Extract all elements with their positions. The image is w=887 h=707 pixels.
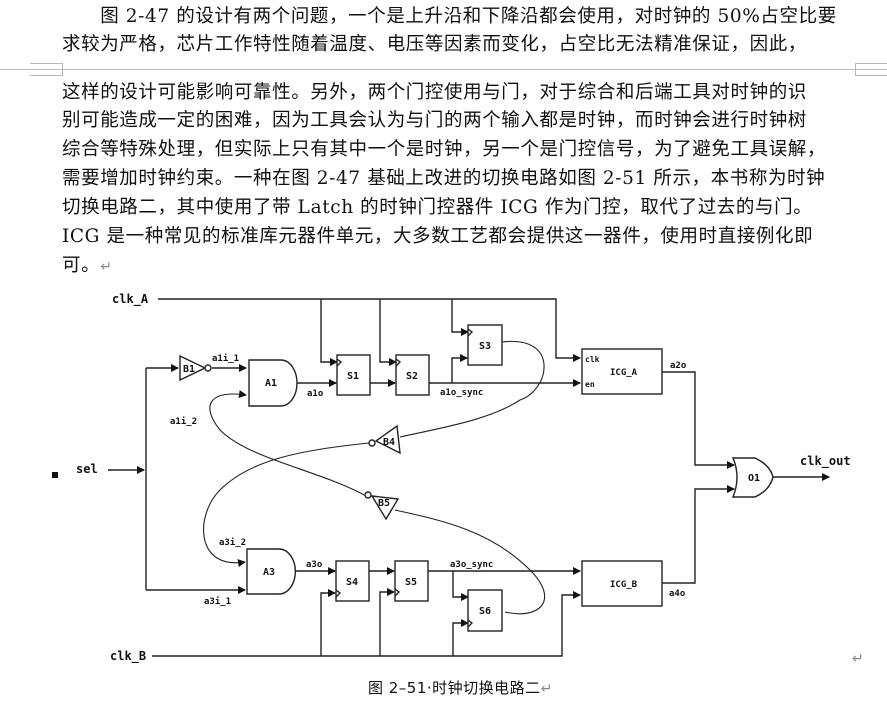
paragraph-mark-icon: ↵ xyxy=(540,681,553,697)
paragraph-line: 这样的设计可能影响可靠性。另外，两个门控使用与门，对于综合和后端工具对时钟的识 xyxy=(62,82,807,103)
label-s2: S2 xyxy=(406,371,418,382)
wire-clk-a-s3 xyxy=(451,299,469,336)
page-break-line xyxy=(0,69,887,70)
inverter-b4 xyxy=(374,424,401,455)
paragraph-line-last: 可。↵ xyxy=(62,253,113,280)
wire-s3-to-b4 xyxy=(399,340,545,438)
label-icg-b: ICG_B xyxy=(610,580,638,590)
page-corner-mark-left xyxy=(30,63,63,76)
label-a1: A1 xyxy=(265,378,277,389)
flop-s4 xyxy=(335,560,370,602)
label-s3: S3 xyxy=(479,341,491,352)
label-s4: S4 xyxy=(346,577,358,588)
wire-clk-b xyxy=(152,591,581,657)
net-a3i-1: a3i_1 xyxy=(204,596,231,607)
label-clk-out: clk_out xyxy=(800,454,851,469)
paragraph-line: 别可能造成一定的困难，因为工具会认为与门的两个输入都是时钟，而时钟会进行时钟树 xyxy=(62,110,807,131)
net-a1o-sync: a1o_sync xyxy=(440,388,483,398)
net-a1i-2: a1i_2 xyxy=(170,416,197,427)
label-icg-a-en: en xyxy=(585,380,595,389)
label-o1: O1 xyxy=(748,473,760,484)
net-a3o: a3o xyxy=(306,560,322,570)
label-b5: B5 xyxy=(378,498,390,509)
label-icg-a: ICG_A xyxy=(610,368,638,378)
net-a2o: a2o xyxy=(670,361,686,371)
paragraph-line: ICG 是一种常见的标准库元器件单元，大多数工艺都会提供这一器件，使用时直接例化… xyxy=(62,226,814,247)
label-clk-b: clk_B xyxy=(110,649,146,664)
paragraph-line: 综合等特殊处理，但实际上只有其中一个是时钟，另一个是门控信号，为了避免工具误解， xyxy=(62,139,827,160)
page-corner-mark-right xyxy=(855,63,887,76)
figure-caption: 图 2–51·时钟切换电路二↵ xyxy=(368,677,553,698)
net-a3o-sync: a3o_sync xyxy=(450,560,493,570)
wire-a2o xyxy=(662,371,735,469)
wire-clk-a-s2 xyxy=(379,299,397,366)
label-s6: S6 xyxy=(479,606,491,617)
inverter-b5 xyxy=(370,495,400,521)
label-icg-a-clk: clk xyxy=(585,355,600,364)
clock-pin-icon xyxy=(335,589,342,598)
paragraph-mark-icon: ↵ xyxy=(852,651,864,667)
wire-b4-to-a3i-2 xyxy=(203,442,370,568)
and-gate-a3 xyxy=(246,548,297,595)
clock-pin-icon xyxy=(336,358,343,367)
label-sel: sel xyxy=(76,462,98,476)
paragraph-text: 可。 xyxy=(62,255,101,276)
label-clk-a: clk_A xyxy=(112,292,149,307)
paragraph-line: 切换电路二，其中使用了带 Latch 的时钟门控器件 ICG 作为门控，取代了过… xyxy=(62,197,813,218)
inverter-b1 xyxy=(179,354,207,382)
net-a4o: a4o xyxy=(669,589,685,599)
caption-text: 图 2–51·时钟切换电路二 xyxy=(368,679,541,697)
paragraph-line: 求较为严格，芯片工作特性随着温度、电压等因素而变化，占空比无法精准保证，因此， xyxy=(62,34,807,55)
wire-clk-a xyxy=(158,298,581,362)
inverter-b1-bubble xyxy=(204,364,212,372)
or-gate-o1 xyxy=(731,457,774,498)
label-a3: A3 xyxy=(263,567,275,578)
net-a3i-2: a3i_2 xyxy=(219,537,246,548)
clock-pin-icon xyxy=(467,619,474,628)
wire-a1o-sync-s3 xyxy=(451,354,468,383)
wire-clk-b-s6 xyxy=(452,619,469,656)
flop-s1 xyxy=(336,354,371,396)
clock-pin-icon xyxy=(394,588,401,597)
inverter-b4-bubble xyxy=(368,439,376,447)
flop-s2 xyxy=(395,354,430,396)
wire-a4o xyxy=(662,485,735,584)
net-a1o: a1o xyxy=(307,389,323,399)
icg-b xyxy=(581,560,663,607)
clock-pin-icon xyxy=(395,358,402,367)
label-b1: B1 xyxy=(183,364,195,375)
label-s1: S1 xyxy=(347,371,359,382)
wire-clk-b-s5 xyxy=(379,588,395,656)
clock-pin-icon xyxy=(467,328,474,337)
wire-a3o-sync-s6 xyxy=(452,571,469,601)
anchor-marker-icon xyxy=(52,472,58,478)
paragraph-line: 需要增加时钟约束。一种在图 2-47 基础上改进的切换电路如图 2-51 所示，… xyxy=(62,168,826,189)
paragraph-mark-icon: ↵ xyxy=(100,259,113,275)
icg-a xyxy=(581,348,663,395)
label-s5: S5 xyxy=(405,577,417,588)
flop-s5 xyxy=(394,560,429,602)
wire-b5-to-a1i-2 xyxy=(209,390,369,498)
label-b4: B4 xyxy=(383,437,395,448)
wire-s6-to-b5 xyxy=(394,509,546,615)
paragraph-line: 图 2-47 的设计有两个问题，一个是上升沿和下降沿都会使用，对时钟的 50%占… xyxy=(62,6,837,27)
wire-clk-b-s4 xyxy=(320,589,336,656)
wire-clk-a-s1 xyxy=(320,299,338,366)
and-gate-a1 xyxy=(248,359,298,407)
flop-s3 xyxy=(467,324,503,366)
flop-s6 xyxy=(467,589,503,632)
net-a1i-1: a1i_1 xyxy=(212,353,239,364)
inverter-b5-bubble xyxy=(364,491,372,499)
